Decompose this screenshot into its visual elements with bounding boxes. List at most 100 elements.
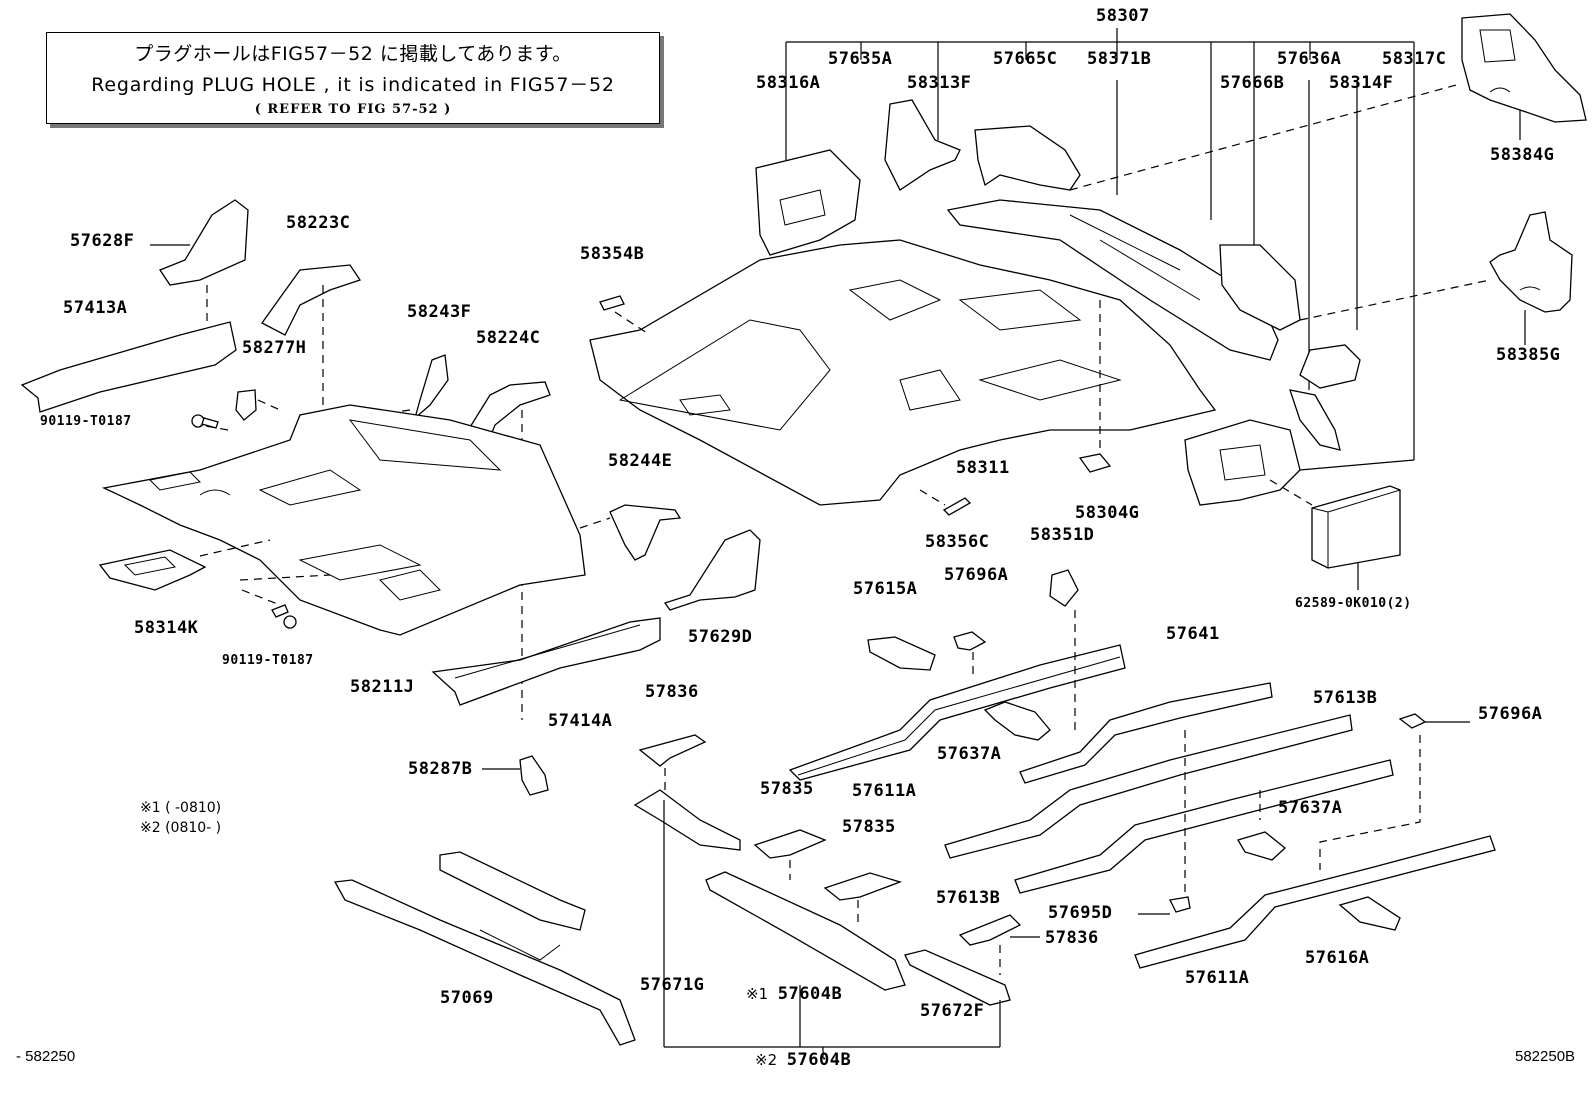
dash-58277H [257,399,281,411]
part-label-58313F[interactable]: 58313F [907,73,972,93]
part-drawing-58304G [1078,453,1112,473]
part-label-58311[interactable]: 58311 [956,458,1010,478]
part-drawing-57695D [1169,896,1191,913]
part-label-58224C[interactable]: 58224C [476,328,541,348]
part-drawing-57671G [633,789,741,851]
part-drawing-57666B [1219,244,1301,331]
part-label-57671G[interactable]: 57671G [640,975,705,995]
part-label-57835-lower[interactable]: 57835 [842,817,896,837]
part-drawing-bolt-90119-b [271,604,297,629]
part-label-57628F[interactable]: 57628F [70,231,135,251]
part-label-58287B[interactable]: 58287B [408,759,473,779]
part-drawing-57616A [1338,896,1401,931]
part-label-90119-T0187-upper[interactable]: 90119-T0187 [40,414,132,429]
dash-90119-b [239,574,331,606]
group-label-58307[interactable]: 58307 [1096,6,1150,26]
part-label-90119-T0187-lower[interactable]: 90119-T0187 [222,653,314,668]
note-english: Regarding PLUG HOLE , it is indicated in… [91,74,615,96]
part-label-62589-0K010[interactable]: 62589-0K010(2) [1295,596,1412,611]
note-reference: ( REFER TO FIG 57-52 ) [254,102,452,117]
part-drawing-bolt-90119-a [191,414,219,429]
dash-62589 [1269,479,1313,506]
part-label-57637A-lower[interactable]: 57637A [1278,798,1343,818]
part-label-58277H[interactable]: 58277H [242,338,307,358]
part-drawing-58244E [609,504,682,561]
part-label-58351D[interactable]: 58351D [1030,525,1095,545]
group-bracket-57604B [663,800,1001,1058]
part-drawing-58223C [261,264,362,336]
part-label-58211J[interactable]: 58211J [350,677,415,697]
part-label-58354B[interactable]: 58354B [580,244,645,264]
part-label-57611A-upper[interactable]: 57611A [852,781,917,801]
part-drawing-57835-2 [823,872,903,901]
part-drawing-58211J [101,404,586,636]
part-drawing-57615A [867,636,936,671]
part-drawing-58356C [942,497,972,516]
part-drawing-57641 [1019,682,1273,784]
part-label-57835-upper[interactable]: 57835 [760,779,814,799]
part-drawing-57637A-1 [983,701,1051,741]
part-label-57695D[interactable]: 57695D [1048,903,1113,923]
part-label-58304G[interactable]: 58304G [1075,503,1140,523]
part-label-57069[interactable]: 57069 [440,988,494,1008]
part-label-57604B-outer: 57604B [786,1050,852,1070]
part-label-58385G[interactable]: 58385G [1496,345,1561,365]
part-label-58317C[interactable]: 58317C [1382,49,1447,69]
group-label-57604B-variant1[interactable]: ※1 57604B [746,984,842,1003]
part-label-58244E[interactable]: 58244E [608,451,673,471]
part-label-57696A-upper[interactable]: 57696A [944,565,1009,585]
part-label-58384G[interactable]: 58384G [1490,145,1555,165]
figure-code-left: - 582250 [16,1048,76,1065]
part-label-57613B-upper[interactable]: 57613B [1313,688,1378,708]
part-drawing-58311 [589,239,1217,506]
part-drawing-57836-lower [958,914,1022,946]
part-label-57615A[interactable]: 57615A [853,579,918,599]
part-label-57414A[interactable]: 57414A [548,711,613,731]
part-label-58223C[interactable]: 58223C [286,213,351,233]
part-label-58314F[interactable]: 58314F [1329,73,1394,93]
part-label-57613B-lower[interactable]: 57613B [936,888,1001,908]
part-label-57637A-upper[interactable]: 57637A [937,744,1002,764]
part-drawing-57613B-lower [1014,759,1394,894]
part-label-58314K[interactable]: 58314K [134,618,199,638]
part-drawing-57672F [904,949,1011,1006]
part-label-57641[interactable]: 57641 [1166,624,1220,644]
part-drawing-58371B [946,199,1279,361]
figure-code-right: 582250B [1515,1048,1576,1065]
part-drawing-58314F [1299,344,1361,389]
part-label-58243F[interactable]: 58243F [407,302,472,322]
part-label-57836-upper[interactable]: 57836 [645,682,699,702]
part-label-57413A[interactable]: 57413A [63,298,128,318]
dash-58385G [1299,279,1491,321]
part-label-57616A[interactable]: 57616A [1305,948,1370,968]
part-label-57672F[interactable]: 57672F [920,1001,985,1021]
part-label-57696A-right[interactable]: 57696A [1478,704,1543,724]
part-drawing-57611A-upper [788,644,1126,781]
dash-58384G [1069,83,1461,191]
part-label-58316A[interactable]: 58316A [756,73,821,93]
part-label-58371B[interactable]: 58371B [1087,49,1152,69]
part-label-57665C[interactable]: 57665C [993,49,1058,69]
part-drawing-58287B [519,755,549,796]
part-drawing-58385G [1489,211,1573,345]
part-label-57636A[interactable]: 57636A [1277,49,1342,69]
part-drawing-62589-0K010 [1311,485,1401,590]
part-label-57604B-inner: 57604B [777,984,843,1004]
part-label-57635A[interactable]: 57635A [828,49,893,69]
part-drawing-57665C [974,125,1081,191]
part-label-57666B[interactable]: 57666B [1220,73,1285,93]
part-label-58356C[interactable]: 58356C [925,532,990,552]
part-drawing-58351D [1049,569,1079,607]
part-drawing-58317C [1184,419,1301,506]
part-drawing-57836-upper [638,734,707,767]
part-drawing-58384G [1461,13,1587,140]
legend-item-2: ※2 (0810- ) [140,820,222,836]
part-label-57629D[interactable]: 57629D [688,627,753,647]
part-drawing-57069 [333,851,636,1046]
part-label-57611A-lower[interactable]: 57611A [1185,968,1250,988]
part-label-57836-lower[interactable]: 57836 [1045,928,1099,948]
part-drawing-57637A-2 [1237,831,1286,861]
group-label-57604B-variant2[interactable]: ※2 57604B [755,1050,851,1069]
part-drawing-57611A-lower [1134,835,1496,969]
